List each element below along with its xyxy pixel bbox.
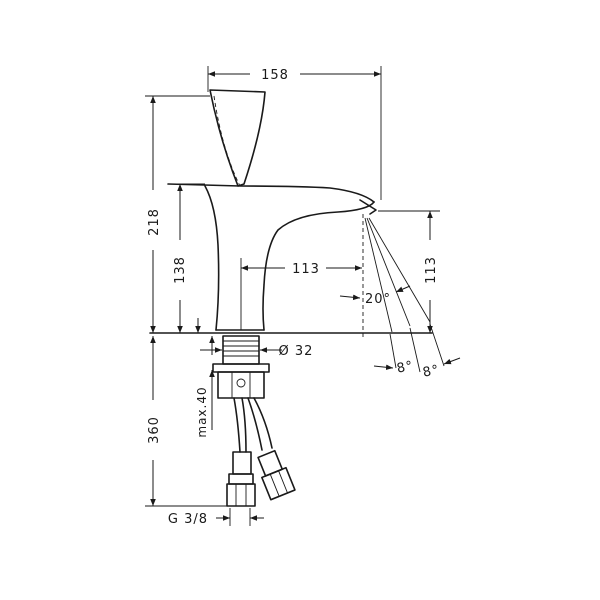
label-spout-reach: 113 xyxy=(292,262,320,277)
label-thread: G 3/8 xyxy=(168,512,208,527)
dimension-lines xyxy=(145,66,461,526)
fixing-nut xyxy=(217,371,265,399)
label-outlet-height: 113 xyxy=(424,256,439,284)
hose-fitting-right xyxy=(257,449,296,501)
label-angle-b: 8° xyxy=(422,362,442,380)
label-total-height: 218 xyxy=(147,208,162,236)
hose-left-outer xyxy=(233,397,241,453)
label-spray-angle: 20° xyxy=(365,292,391,307)
dimension-labels: 158 218 138 113 113 20° 360 max.40 Ø 32 … xyxy=(147,68,441,527)
hose-fitting-left xyxy=(232,451,252,475)
spout-underside xyxy=(262,201,375,331)
mounting-hardware xyxy=(212,335,296,507)
body-front xyxy=(204,185,220,331)
faucet-body xyxy=(149,89,433,334)
lever-handle xyxy=(209,89,266,187)
hose-nut-left xyxy=(226,483,256,507)
spray-lines xyxy=(362,214,431,340)
spray-line-2 xyxy=(366,217,411,327)
lever-hidden-outline xyxy=(213,95,241,187)
spout-top xyxy=(167,183,375,203)
washer xyxy=(212,363,270,373)
label-lower-length: 360 xyxy=(147,416,162,444)
threaded-shank xyxy=(222,335,260,365)
spray-line-1 xyxy=(364,217,393,333)
label-spout-height: 138 xyxy=(173,256,188,284)
spout-outlet xyxy=(359,199,377,215)
hose-connector-left xyxy=(228,473,254,485)
spray-line-3 xyxy=(368,217,431,323)
label-angle-a: 8° xyxy=(396,358,416,376)
label-width-top: 158 xyxy=(261,68,289,83)
nut-bolt xyxy=(236,378,246,388)
label-diameter: Ø 32 xyxy=(279,344,314,359)
hose-left-inner xyxy=(241,397,247,453)
label-max-thickness: max.40 xyxy=(195,386,209,437)
hose-right-outer xyxy=(253,397,273,449)
hose-right-inner xyxy=(247,397,263,451)
